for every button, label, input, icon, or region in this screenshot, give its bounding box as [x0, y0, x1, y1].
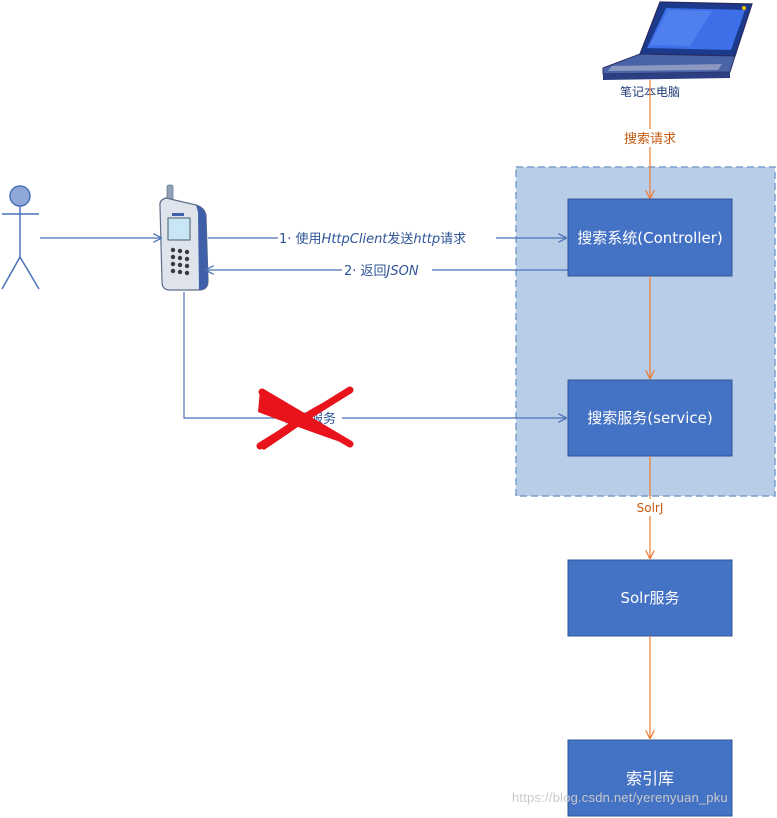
- label-http-request-prefix: 1· 使用: [279, 231, 322, 247]
- label-http-request-http: http: [413, 232, 440, 247]
- service-label: 搜索服务(service): [587, 409, 712, 427]
- label-solrj: SolrJ: [637, 501, 664, 515]
- laptop-icon: [602, 1, 753, 80]
- user-icon: [1, 185, 40, 290]
- label-http-request-mid: 发送: [387, 231, 413, 247]
- solr-label: Solr服务: [620, 589, 679, 607]
- label-return-json: 2· 返回JSON: [344, 264, 419, 279]
- watermark-text: https://blog.csdn.net/yerenyuan_pku: [512, 790, 728, 805]
- controller-label: 搜索系统(Controller): [577, 229, 723, 247]
- index-label: 索引库: [626, 769, 674, 788]
- mobile-phone-icon: [159, 184, 209, 291]
- cross-mark-icon: [256, 386, 354, 450]
- label-http-request-suffix: 请求: [440, 232, 466, 247]
- controller-box: [567, 198, 733, 277]
- index-box: [567, 739, 733, 817]
- label-http-request-httpclient: HttpClient: [322, 232, 389, 247]
- service-box: [567, 379, 733, 457]
- arrow-direct-call-service: [183, 292, 566, 418]
- label-return-json-json: JSON: [384, 264, 419, 279]
- solr-box: [567, 559, 733, 637]
- label-return-json-prefix: 2· 返回: [344, 264, 387, 279]
- label-http-request: 1· 使用HttpClient发送http请求: [279, 231, 466, 247]
- label-search-request: 搜索请求: [624, 132, 676, 147]
